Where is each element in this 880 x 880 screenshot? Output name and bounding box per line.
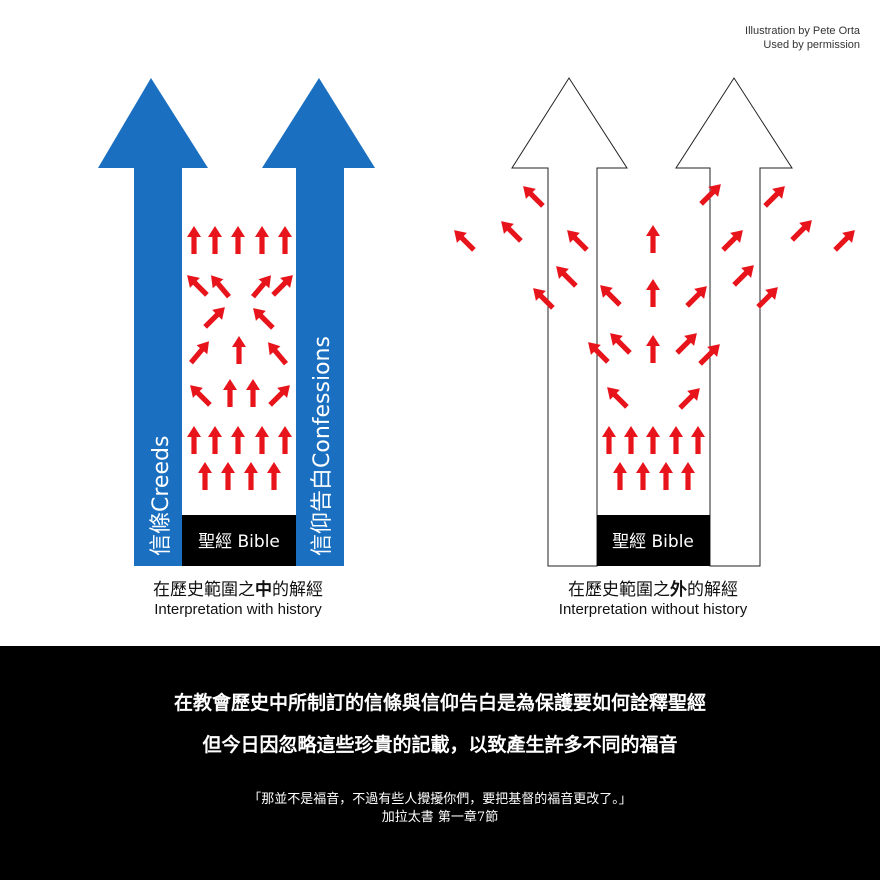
red-arrow	[588, 342, 610, 364]
red-arrow	[533, 288, 555, 310]
right-caption-zh: 在歷史範圍之外的解經	[568, 580, 738, 600]
credit-permission: Used by permission	[763, 39, 860, 51]
footer-reference: 加拉太書 第一章7節	[381, 810, 499, 825]
red-arrow	[501, 221, 523, 243]
red-arrow	[268, 385, 290, 407]
red-arrow	[523, 186, 545, 208]
red-arrow	[699, 184, 721, 206]
red-arrow	[223, 379, 237, 407]
outline-arrow-right	[675, 77, 793, 567]
red-arrow	[454, 230, 476, 252]
red-arrows-left	[187, 226, 293, 490]
red-arrow	[685, 286, 707, 308]
red-arrow	[244, 462, 258, 490]
confessions-label: 信仰告白Confessions	[310, 336, 335, 556]
red-arrow	[659, 462, 673, 490]
red-arrow	[790, 220, 812, 242]
red-arrow	[253, 308, 275, 330]
footer-line-1: 在教會歷史中所制訂的信條與信仰告白是為保護要如何詮釋聖經	[173, 692, 706, 714]
red-arrow	[271, 275, 293, 297]
red-arrow	[681, 462, 695, 490]
red-arrow	[698, 344, 720, 366]
red-arrow	[678, 388, 700, 410]
red-arrow	[187, 226, 201, 254]
illustration-credit: Illustration by Pete Orta Used by permis…	[745, 24, 860, 52]
red-arrow	[211, 275, 231, 299]
outline-arrow-left	[511, 77, 628, 567]
footer-banner: 在教會歷史中所制訂的信條與信仰告白是為保護要如何詮釋聖經 但今日因忽略這些珍貴的…	[0, 646, 880, 880]
red-arrow	[203, 307, 225, 329]
red-arrow	[187, 426, 201, 454]
red-arrow	[610, 333, 632, 355]
red-arrow	[567, 230, 589, 252]
red-arrow	[636, 462, 650, 490]
red-arrow	[607, 387, 629, 409]
creeds-arrow	[98, 78, 208, 566]
footer-quote: 「那並不是福音，不過有些人攪擾你們，要把基督的福音更改了。」	[248, 792, 632, 807]
red-arrow	[278, 226, 292, 254]
red-arrow	[721, 230, 743, 252]
red-arrow	[669, 426, 683, 454]
right-caption-en: Interpretation without history	[558, 601, 748, 618]
footer-line-2: 但今日因忽略這些珍貴的記載，以致產生許多不同的福音	[202, 734, 678, 756]
red-arrow	[246, 379, 260, 407]
red-arrow	[833, 230, 855, 252]
bible-box-right	[597, 515, 710, 566]
red-arrow	[646, 225, 660, 253]
red-arrow	[732, 265, 754, 287]
red-arrow	[763, 186, 785, 208]
confessions-arrow	[262, 78, 375, 566]
red-arrow	[231, 426, 245, 454]
red-arrow	[613, 462, 627, 490]
bible-box-left	[182, 515, 296, 566]
red-arrow	[255, 226, 269, 254]
red-arrow	[268, 342, 288, 366]
bible-label-left: 聖經 Bible	[198, 532, 280, 552]
red-arrow	[221, 462, 235, 490]
red-arrow	[675, 333, 697, 355]
red-arrow	[267, 462, 281, 490]
red-arrow	[600, 285, 622, 307]
red-arrow	[278, 426, 292, 454]
red-arrow	[255, 426, 269, 454]
creeds-label: 信條Creeds	[149, 436, 174, 556]
red-arrow	[208, 226, 222, 254]
bible-label-right: 聖經 Bible	[612, 532, 694, 552]
red-arrow	[208, 426, 222, 454]
credit-author: Illustration by Pete Orta	[745, 25, 860, 37]
red-arrow	[646, 335, 660, 363]
red-arrow	[602, 426, 616, 454]
red-arrow	[756, 287, 778, 309]
red-arrow	[251, 275, 271, 299]
left-caption-zh: 在歷史範圍之中的解經	[153, 580, 323, 600]
red-arrow	[646, 426, 660, 454]
red-arrow	[190, 385, 212, 407]
red-arrow	[646, 279, 660, 307]
red-arrow	[231, 226, 245, 254]
red-arrow	[691, 426, 705, 454]
red-arrows-right	[454, 184, 855, 490]
left-caption-en: Interpretation with history	[154, 601, 322, 618]
red-arrow	[189, 341, 209, 365]
red-arrow	[556, 266, 578, 288]
red-arrow	[232, 336, 246, 364]
red-arrow	[624, 426, 638, 454]
red-arrow	[187, 275, 209, 297]
diagram: 信條Creeds 信仰告白Confessions 聖經 Bible 聖經 Bib…	[98, 77, 855, 567]
red-arrow	[198, 462, 212, 490]
